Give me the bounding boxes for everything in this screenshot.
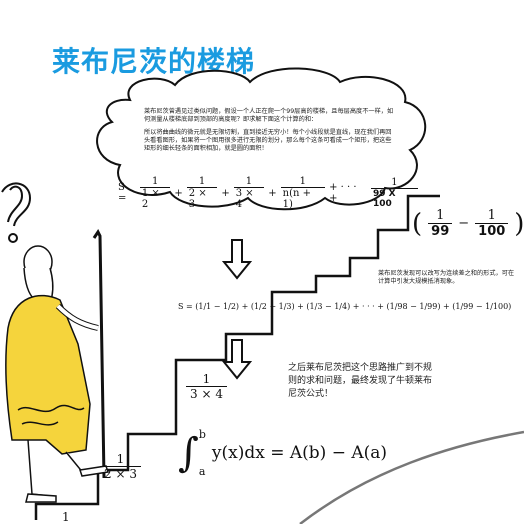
integral-upper-limit: b xyxy=(198,428,206,441)
decorative-curve xyxy=(299,430,524,524)
down-arrow-icon xyxy=(221,339,253,380)
step-fraction: 1 3 × 4 xyxy=(186,372,227,401)
integral-lower-limit: a xyxy=(198,465,206,478)
cloud-paragraph: 所以将曲曲线的微元就是无限切割，直到接近无穷小！每个小线段就是直线，现在我们再回… xyxy=(144,129,392,152)
ellipsis: + · · · + xyxy=(329,182,357,204)
cloud-text-block: 莱布尼茨曾遇见过类似问题，假设一个人正在爬一个99层高的楼梯，且每层高度不一样，… xyxy=(144,108,394,158)
conclusion-note: 之后莱布尼茨把这个思路推广到不规则的求和问题，最终发现了牛顿莱布尼茨公式！ xyxy=(288,363,433,399)
telescoping-formula: S = (1/1 − 1/2) + (1/2 − 1/3) + (1/3 − 1… xyxy=(178,302,512,311)
plus-sign: + xyxy=(221,187,230,199)
formula-lhs: S = xyxy=(118,182,127,204)
telescoping-note: 莱布尼茨发现可以改写为连续差之和的形式，可在计算中引发大规模抵消现象。 xyxy=(378,270,515,285)
step-fraction: 1 2 × 3 xyxy=(100,452,141,481)
down-arrow-icon xyxy=(221,239,253,280)
plus-sign: + xyxy=(174,187,183,199)
climbing-person-illustration xyxy=(5,229,109,503)
cloud-paragraph: 莱布尼茨曾遇见过类似问题，假设一个人正在爬一个99层高的楼梯，且每层高度不一样，… xyxy=(144,108,394,123)
integral-sign: ∫ xyxy=(178,430,199,476)
integral-formula: ∫ b a y(x)dx = A(b) − A(a) xyxy=(178,428,387,478)
question-mark-icon xyxy=(1,182,32,243)
step-fraction: 1 xyxy=(62,510,70,524)
plus-sign: + xyxy=(268,187,277,199)
integral-body: y(x)dx = A(b) − A(a) xyxy=(211,443,388,463)
